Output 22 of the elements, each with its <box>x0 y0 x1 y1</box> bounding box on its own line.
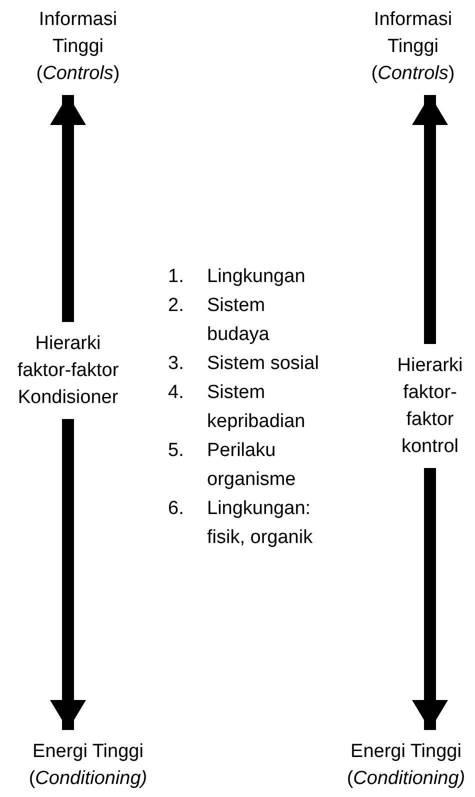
list-item-text: Sistem budaya <box>207 294 270 347</box>
node-text: Energi Tinggi (Conditioning) <box>28 740 148 791</box>
list-number: 3. <box>168 352 184 376</box>
list-item-text: Perilaku organisme <box>207 439 297 492</box>
list-number: 6. <box>168 497 184 521</box>
arrow <box>412 95 448 344</box>
node-text: Energi Tinggi (Conditioning) <box>346 740 466 791</box>
list-item-text: Lingkungan: fisik, organik <box>207 497 314 550</box>
node-text: Hierarki faktor-faktor Kondisioner <box>16 332 120 410</box>
list-number: 4. <box>168 381 184 405</box>
arrow <box>50 419 86 730</box>
list-item-text: Sistem sosial <box>207 352 320 376</box>
arrow <box>50 95 86 322</box>
list-number: 5. <box>168 439 184 463</box>
node-text: Hierarki faktor-faktor kontrol <box>396 354 464 459</box>
node-text: Informasi Tinggi (Controls) <box>370 8 456 86</box>
node-text: Informasi Tinggi (Controls) <box>35 8 121 86</box>
list-number: 1. <box>168 265 184 289</box>
list-item-text: Sistem kepribadian <box>207 381 306 434</box>
arrow <box>412 468 448 730</box>
list-number: 2. <box>168 294 184 318</box>
list-item-text: Lingkungan <box>207 265 306 289</box>
